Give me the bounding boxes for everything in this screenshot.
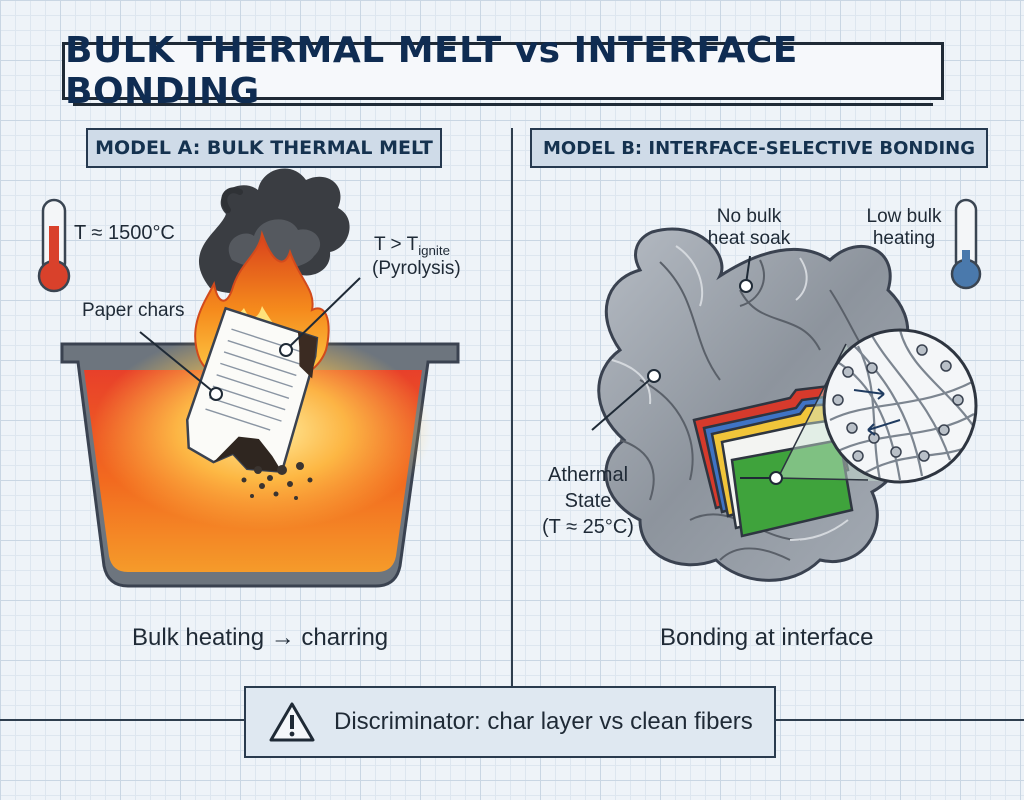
model-b-caption: Bonding at interface — [660, 624, 874, 651]
model-a-caption: Bulk heating → charring — [132, 624, 389, 651]
model-a-label: MODEL A: BULK THERMAL MELT — [86, 128, 442, 168]
discriminator-box: Discriminator: char layer vs clean fiber… — [244, 686, 776, 758]
thermometer-hot-icon — [37, 198, 71, 293]
athermal-label: Athermal State (T ≈ 25°C) — [536, 462, 640, 540]
athermal-line-3: (T ≈ 25°C) — [542, 516, 634, 538]
ignite-subscript: ignite — [418, 242, 450, 258]
ignite-prefix: T > T — [374, 234, 419, 255]
leader-dot — [647, 369, 661, 383]
magnifier-lens — [822, 328, 978, 484]
athermal-line-1: Athermal — [547, 464, 629, 486]
low-bulk-line-1: Low bulk — [866, 206, 942, 227]
warning-icon — [269, 702, 315, 742]
no-bulk-line-1: No bulk — [716, 206, 782, 227]
leader-dot — [769, 471, 783, 485]
leader-dot — [739, 279, 753, 293]
file-folders — [692, 384, 854, 538]
low-bulk-label: Low bulk heating — [852, 206, 956, 250]
no-bulk-label: No bulk heat soak — [694, 206, 804, 250]
magnifier-edge — [777, 477, 869, 481]
page-title: BULK THERMAL MELT vs INTERFACE BONDING — [62, 30, 944, 112]
ignite-label: T > Tignite — [374, 234, 450, 258]
temperature-hot-label: T ≈ 1500°C — [74, 222, 175, 244]
pyrolysis-label: (Pyrolysis) — [372, 258, 461, 279]
discriminator-text: Discriminator: char layer vs clean fiber… — [334, 708, 753, 735]
model-b-label: MODEL B: INTERFACE-SELECTIVE BONDING — [530, 128, 988, 168]
paper-chars-label: Paper chars — [82, 300, 185, 321]
no-bulk-line-2: heat soak — [707, 227, 791, 249]
left-leaders — [139, 277, 361, 395]
panel-divider — [511, 128, 513, 688]
leader-dot — [209, 387, 223, 401]
leader-dot — [279, 343, 293, 357]
athermal-line-2: State — [564, 490, 612, 512]
char-debris — [241, 462, 313, 500]
thermometer-cool-icon — [950, 198, 982, 290]
low-bulk-line-2: heating — [872, 227, 936, 249]
